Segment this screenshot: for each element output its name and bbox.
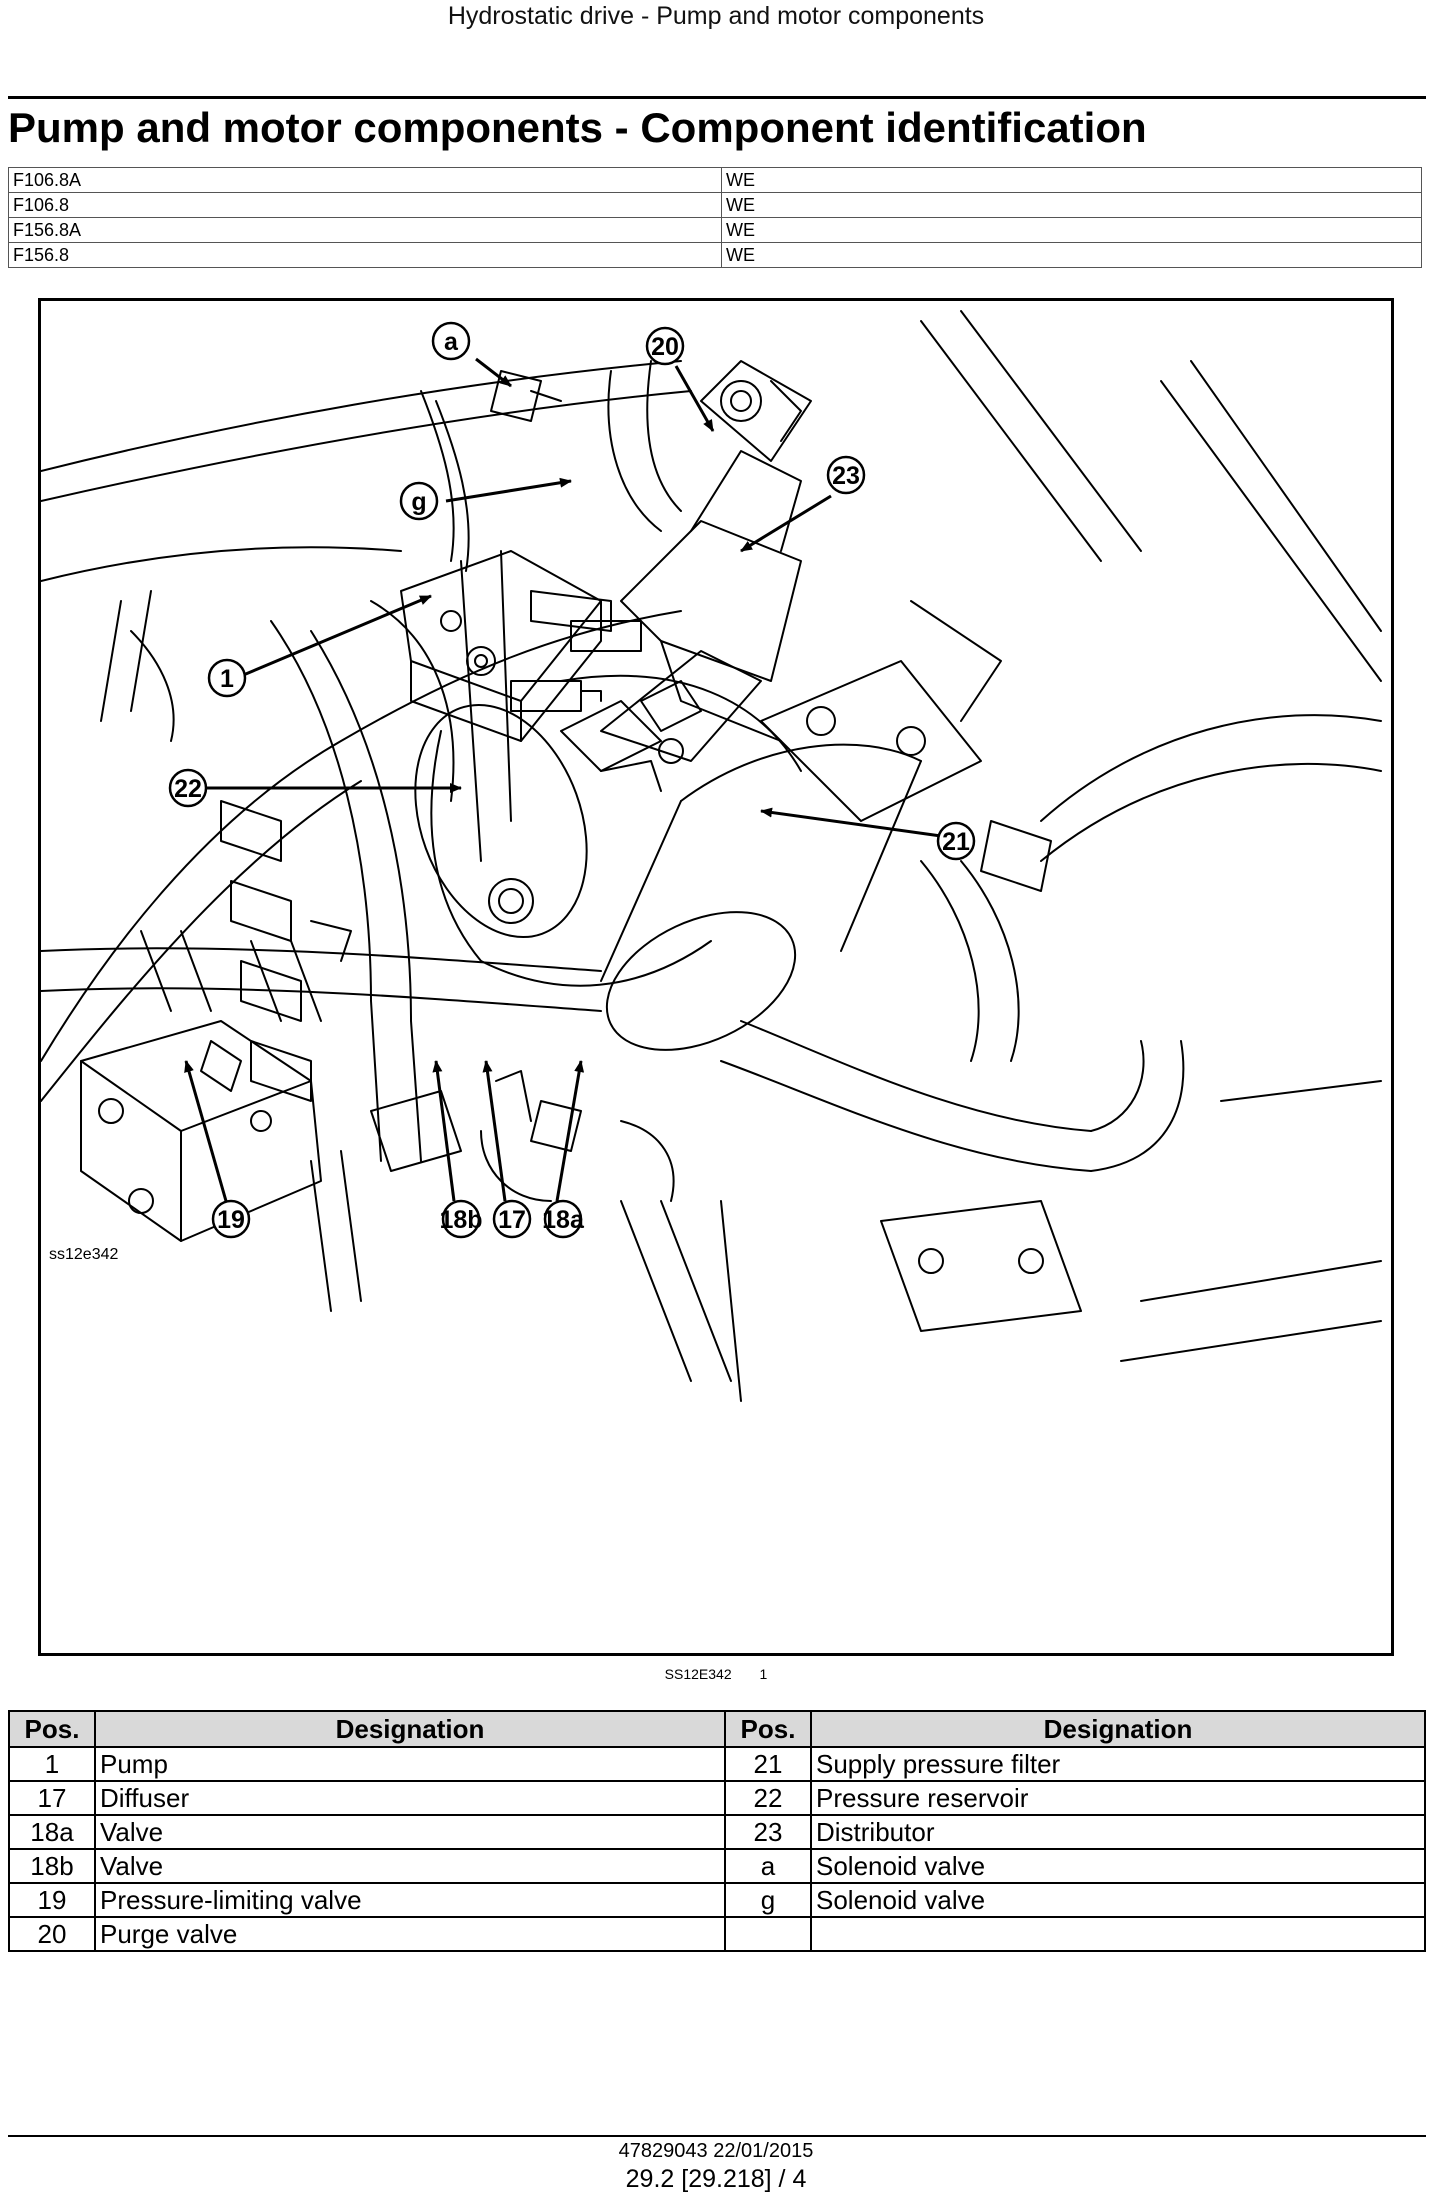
figure-caption: SS12E342 1 bbox=[0, 1666, 1432, 1682]
legend-row: 20 Purge valve bbox=[8, 1916, 1426, 1952]
legend-pos: 20 bbox=[8, 1916, 96, 1952]
machine-linework bbox=[41, 310, 1382, 1402]
legend-table: Pos. Designation Pos. Designation 1 Pump… bbox=[8, 1710, 1426, 1952]
callout-17: 17 bbox=[492, 1199, 532, 1239]
callout-label: 18b bbox=[439, 1206, 482, 1234]
model-row: F156.8A WE bbox=[8, 217, 1422, 243]
callout-23: 23 bbox=[826, 455, 866, 495]
legend-designation: Pressure reservoir bbox=[810, 1780, 1426, 1816]
legend-pos: g bbox=[724, 1882, 812, 1918]
callout-label: 18a bbox=[542, 1206, 585, 1234]
component-illustration: a 20 23 g 1 22 21 19 bbox=[38, 298, 1394, 1656]
callout-22: 22 bbox=[168, 768, 208, 808]
legend-designation bbox=[810, 1916, 1426, 1952]
model-region: WE bbox=[721, 192, 1422, 218]
legend-pos: a bbox=[724, 1848, 812, 1884]
model-name: F156.8A bbox=[8, 217, 722, 243]
legend-pos: 21 bbox=[724, 1746, 812, 1782]
caption-number: 1 bbox=[759, 1666, 768, 1682]
running-header: Hydrostatic drive - Pump and motor compo… bbox=[447, 2, 985, 30]
callout-19: 19 bbox=[211, 1199, 251, 1239]
legend-header-pos: Pos. bbox=[724, 1710, 812, 1748]
model-row: F106.8A WE bbox=[8, 167, 1422, 193]
model-region: WE bbox=[721, 242, 1422, 268]
legend-designation: Solenoid valve bbox=[810, 1882, 1426, 1918]
callout-g: g bbox=[399, 481, 439, 521]
footer-rule bbox=[8, 2135, 1426, 2137]
callout-label: a bbox=[444, 328, 459, 356]
legend-header-row: Pos. Designation Pos. Designation bbox=[8, 1710, 1426, 1748]
model-name: F106.8 bbox=[8, 192, 722, 218]
callout-a: a bbox=[431, 321, 471, 361]
callout-label: 23 bbox=[832, 462, 860, 490]
model-name: F106.8A bbox=[8, 167, 722, 193]
callout-18b: 18b bbox=[439, 1199, 483, 1239]
legend-pos: 18a bbox=[8, 1814, 96, 1850]
callout-label: 22 bbox=[174, 775, 202, 803]
legend-row: 1 Pump 21 Supply pressure filter bbox=[8, 1746, 1426, 1782]
legend-designation: Valve bbox=[94, 1848, 726, 1884]
callout-21: 21 bbox=[936, 821, 976, 861]
model-region: WE bbox=[721, 217, 1422, 243]
leader-arrows bbox=[184, 357, 942, 1202]
legend-designation: Purge valve bbox=[94, 1916, 726, 1952]
caption-code: SS12E342 bbox=[664, 1666, 732, 1682]
line-drawing: a 20 23 g 1 22 21 19 bbox=[41, 310, 1382, 1402]
legend-header-pos: Pos. bbox=[8, 1710, 96, 1748]
legend-designation: Solenoid valve bbox=[810, 1848, 1426, 1884]
callout-label: 20 bbox=[651, 333, 679, 361]
legend-pos: 22 bbox=[724, 1780, 812, 1816]
legend-pos: 18b bbox=[8, 1848, 96, 1884]
legend-pos: 17 bbox=[8, 1780, 96, 1816]
legend-designation: Pressure-limiting valve bbox=[94, 1882, 726, 1918]
footer-doc-ref: 47829043 22/01/2015 bbox=[618, 2140, 814, 2162]
model-region: WE bbox=[721, 167, 1422, 193]
callout-label: g bbox=[411, 488, 426, 516]
legend-designation: Diffuser bbox=[94, 1780, 726, 1816]
page-title: Pump and motor components - Component id… bbox=[8, 104, 1147, 151]
legend-row: 19 Pressure-limiting valve g Solenoid va… bbox=[8, 1882, 1426, 1918]
callout-label: 1 bbox=[220, 665, 234, 693]
callout-label: 21 bbox=[942, 828, 970, 856]
legend-header-designation: Designation bbox=[810, 1710, 1426, 1748]
model-row: F106.8 WE bbox=[8, 192, 1422, 218]
legend-row: 18b Valve a Solenoid valve bbox=[8, 1848, 1426, 1884]
callout-20: 20 bbox=[645, 326, 685, 366]
callout-label: 19 bbox=[217, 1206, 245, 1234]
legend-designation: Supply pressure filter bbox=[810, 1746, 1426, 1782]
model-applicability-table: F106.8A WE F106.8 WE F156.8A WE F156.8 W… bbox=[8, 167, 1422, 268]
footer-page-ref: 29.2 [29.218] / 4 bbox=[625, 2165, 807, 2193]
callout-1: 1 bbox=[207, 658, 247, 698]
legend-designation: Pump bbox=[94, 1746, 726, 1782]
legend-pos: 19 bbox=[8, 1882, 96, 1918]
legend-row: 18a Valve 23 Distributor bbox=[8, 1814, 1426, 1850]
page-footer: 47829043 22/01/2015 29.2 [29.218] / 4 bbox=[0, 2138, 1432, 2194]
header-rule bbox=[8, 96, 1426, 99]
legend-pos: 23 bbox=[724, 1814, 812, 1850]
legend-designation: Distributor bbox=[810, 1814, 1426, 1850]
legend-pos: 1 bbox=[8, 1746, 96, 1782]
legend-row: 17 Diffuser 22 Pressure reservoir bbox=[8, 1780, 1426, 1816]
legend-header-designation: Designation bbox=[94, 1710, 726, 1748]
model-row: F156.8 WE bbox=[8, 242, 1422, 268]
figure-code: ss12e342 bbox=[49, 1246, 118, 1263]
legend-designation: Valve bbox=[94, 1814, 726, 1850]
legend-pos bbox=[724, 1916, 812, 1952]
model-name: F156.8 bbox=[8, 242, 722, 268]
callout-18a: 18a bbox=[542, 1199, 585, 1239]
callout-label: 17 bbox=[498, 1206, 526, 1234]
